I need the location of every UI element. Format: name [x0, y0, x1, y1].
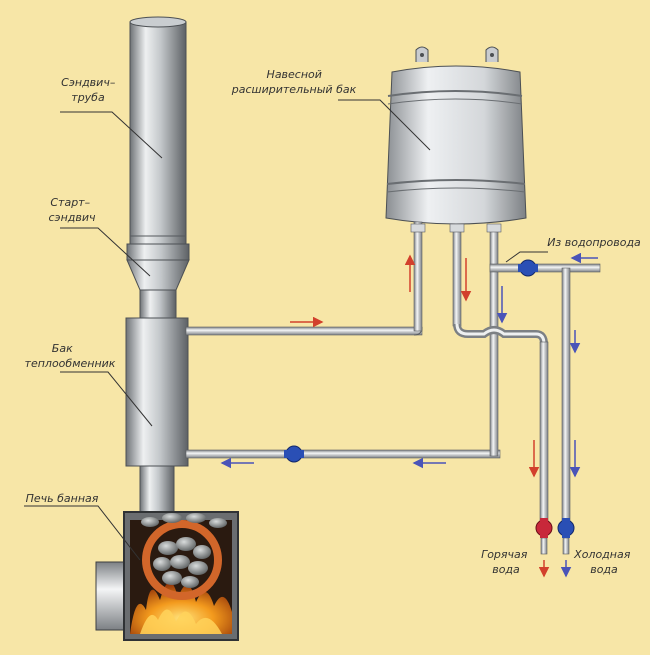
- label-sandwich-pipe: Сэндвич– труба: [61, 76, 119, 104]
- pipe-hot-supply: [185, 221, 426, 336]
- valve-return[interactable]: [284, 445, 304, 463]
- valve-cold-tap[interactable]: [557, 518, 575, 538]
- sauna-stove: [95, 511, 239, 641]
- label-heat-exchanger-tank: Бак теплообменник: [25, 342, 116, 370]
- label-cold-water: Холодная вода: [573, 548, 634, 576]
- label-sauna-stove: Печь банная: [26, 492, 99, 505]
- start-sandwich: [126, 259, 190, 319]
- leader-expansion-tank: [338, 99, 431, 151]
- leader-sandwich-pipe: [60, 111, 163, 159]
- leader-heat-exchanger: [60, 371, 153, 427]
- label-expansion-tank: Навесной расширительный бак: [231, 68, 357, 96]
- leader-stove: [24, 505, 141, 561]
- leader-start-sandwich: [60, 227, 151, 277]
- label-start-sandwich: Старт– сэндвич: [48, 196, 96, 224]
- expansion-tank: [385, 46, 527, 225]
- fire-flames: [130, 581, 232, 634]
- labels: Сэндвич– труба Старт– сэндвич Бак теплоо…: [25, 68, 641, 576]
- pipe-hot-outlet: [449, 223, 549, 555]
- leader-water-supply: [505, 251, 548, 263]
- flow-arrows: [220, 252, 598, 578]
- sauna-stones: [141, 513, 227, 588]
- valve-cold-inlet[interactable]: [518, 259, 538, 277]
- valve-hot-tap[interactable]: [535, 518, 553, 538]
- label-hot-water: Горячая вода: [481, 548, 531, 576]
- pipe-return: [185, 223, 502, 459]
- sandwich-pipe: [126, 16, 190, 261]
- leader-lines: [24, 99, 548, 561]
- label-water-supply: Из водопровода: [547, 236, 641, 249]
- heat-exchanger-tank: [125, 317, 189, 513]
